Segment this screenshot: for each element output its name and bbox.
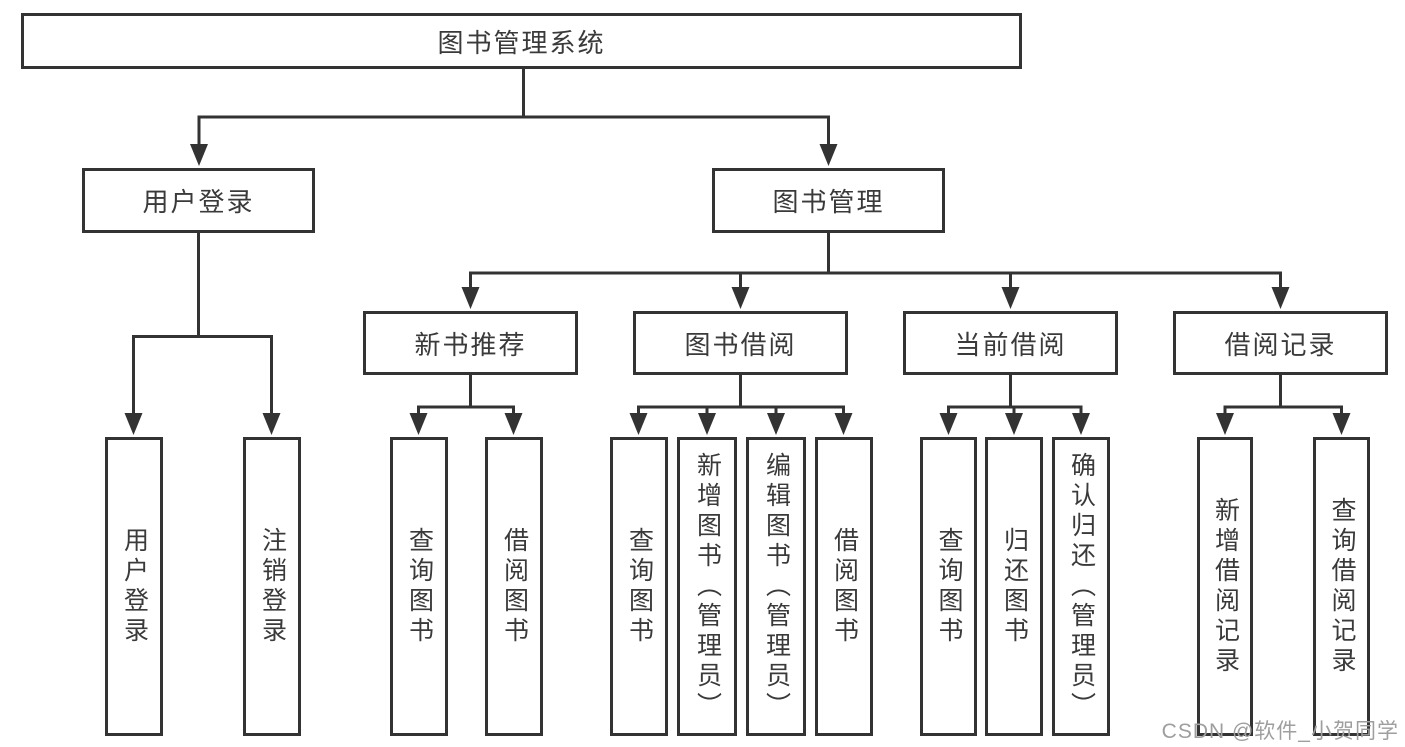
- connector-arrowhead: [190, 144, 208, 166]
- leaf-label: 新增借阅记录: [1211, 496, 1240, 677]
- leaf-add-book-admin: 新增图书（管理员）: [677, 437, 737, 736]
- connector-arrowhead: [504, 413, 523, 435]
- connector-arrowhead: [1332, 413, 1351, 435]
- connector-arrowhead: [731, 287, 750, 309]
- connector-arrowhead: [698, 413, 716, 435]
- node-label: 借阅记录: [1224, 329, 1337, 360]
- connector-arrowhead: [1001, 287, 1020, 309]
- node-book-management: 图书管理: [712, 168, 945, 233]
- connector-arrowhead: [819, 144, 838, 166]
- connector-arrowhead: [461, 287, 480, 309]
- leaf-query-books-borrow: 查询图书: [610, 437, 668, 736]
- connector-arrowhead: [939, 413, 958, 435]
- leaf-label: 查询图书: [935, 526, 963, 647]
- connector-arrowhead: [1005, 413, 1023, 435]
- leaf-logout: 注销登录: [243, 437, 301, 736]
- node-book-borrowing: 图书借阅: [633, 311, 848, 375]
- leaf-add-borrow-record: 新增借阅记录: [1197, 437, 1253, 736]
- leaf-label: 归还图书: [1000, 526, 1029, 647]
- leaf-user-login: 用户登录: [105, 437, 163, 736]
- node-label: 图书管理系统: [437, 27, 606, 58]
- leaf-query-books-recommend: 查询图书: [390, 437, 448, 736]
- leaf-label: 查询图书: [405, 526, 434, 647]
- leaf-label: 用户登录: [120, 526, 149, 647]
- node-current-borrowing: 当前借阅: [903, 311, 1118, 375]
- node-new-book-recommendation: 新书推荐: [363, 311, 578, 375]
- node-label: 图书管理: [772, 187, 885, 217]
- node-borrowing-records: 借阅记录: [1173, 311, 1388, 375]
- node-user-login: 用户登录: [82, 168, 315, 233]
- node-library-management-system: 图书管理系统: [21, 13, 1022, 69]
- leaf-return-books: 归还图书: [985, 437, 1043, 736]
- leaf-label: 查询图书: [625, 526, 654, 647]
- leaf-borrow-books-recommend: 借阅图书: [485, 437, 543, 736]
- connector-arrowhead: [409, 413, 428, 435]
- leaf-label: 查询借阅记录: [1328, 496, 1356, 677]
- leaf-label: 新增图书（管理员）: [693, 451, 722, 722]
- leaf-query-books-current: 查询图书: [920, 437, 977, 736]
- csdn-watermark: CSDN @软件_小贺同学: [1161, 720, 1399, 743]
- leaf-confirm-return-admin: 确认归还（管理员）: [1052, 437, 1110, 736]
- leaf-borrow-books: 借阅图书: [815, 437, 873, 736]
- leaf-label: 注销登录: [258, 526, 287, 647]
- connector-arrowhead: [834, 413, 853, 435]
- leaf-label: 借阅图书: [500, 526, 529, 647]
- connector-arrowhead: [767, 413, 785, 435]
- node-label: 图书借阅: [684, 329, 797, 360]
- connector-arrowhead: [124, 413, 143, 435]
- leaf-label: 编辑图书（管理员）: [762, 451, 791, 722]
- node-label: 当前借阅: [954, 329, 1067, 360]
- leaf-label: 确认归还（管理员）: [1067, 451, 1096, 722]
- connector-arrowhead: [629, 413, 648, 435]
- leaf-label: 借阅图书: [830, 526, 859, 647]
- leaf-edit-book-admin: 编辑图书（管理员）: [746, 437, 806, 736]
- connector-arrowhead: [1072, 413, 1090, 435]
- connector-arrowhead: [1216, 413, 1234, 435]
- leaf-query-borrow-record: 查询借阅记录: [1313, 437, 1370, 736]
- connector-arrowhead: [262, 413, 281, 435]
- node-label: 用户登录: [142, 187, 255, 217]
- node-label: 新书推荐: [414, 329, 527, 360]
- connector-arrowhead: [1271, 287, 1290, 309]
